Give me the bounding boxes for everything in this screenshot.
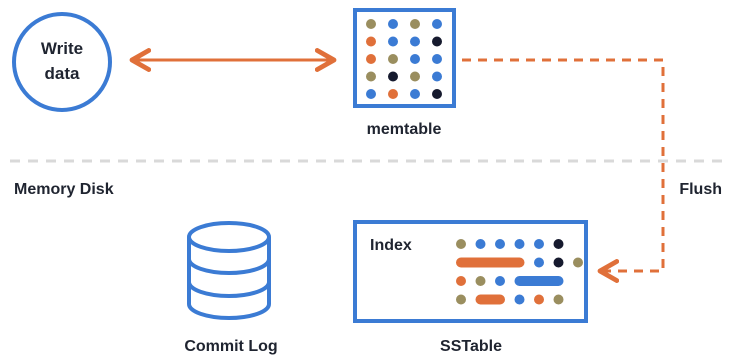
memtable-dot xyxy=(366,54,376,64)
memtable-dot xyxy=(366,19,376,29)
memtable-dot xyxy=(432,89,442,99)
memtable-dot xyxy=(432,71,442,82)
memtable-label: memtable xyxy=(367,121,442,138)
memtable-dot xyxy=(388,71,398,82)
memtable-dot xyxy=(366,89,376,99)
sstable-dot xyxy=(573,257,583,268)
sstable-dot xyxy=(534,239,544,249)
memtable-dot xyxy=(388,54,398,64)
sstable-dot xyxy=(475,276,486,286)
sstable-dot xyxy=(553,294,564,305)
sstable-label: SSTable xyxy=(440,338,502,355)
sstable-dot xyxy=(514,239,525,249)
memtable-dot xyxy=(410,71,420,82)
write-data-line2: data xyxy=(45,64,81,83)
sstable-dot xyxy=(514,294,525,305)
write-data-line1: Write xyxy=(41,39,83,58)
sstable-dot xyxy=(456,276,466,286)
sstable-dot xyxy=(553,239,564,249)
memtable-dot xyxy=(388,19,398,29)
commit-log-label: Commit Log xyxy=(184,338,277,355)
memtable-dot xyxy=(366,36,376,47)
database-icon xyxy=(187,221,271,320)
sstable-dot xyxy=(534,257,544,268)
memtable-dot xyxy=(410,89,420,99)
sstable-box: Index xyxy=(353,220,588,323)
sstable-dot xyxy=(475,239,486,249)
memtable-dot xyxy=(366,71,376,82)
sstable-dot xyxy=(495,276,505,286)
sstable-dot xyxy=(553,257,564,268)
flush-label: Flush xyxy=(679,181,722,198)
sstable-index-label: Index xyxy=(370,237,412,254)
memtable-dot xyxy=(432,54,442,64)
memtable-dot xyxy=(410,19,420,29)
memtable-dot xyxy=(388,36,398,47)
memtable-dot xyxy=(432,36,442,47)
sstable-dot xyxy=(456,239,466,249)
memory-disk-label: Memory Disk xyxy=(14,181,114,198)
memtable-dot xyxy=(410,36,420,47)
memtable-grid xyxy=(366,19,442,99)
sstable-dot xyxy=(495,239,505,249)
memtable-dot xyxy=(388,89,398,99)
flush-arrow xyxy=(462,58,665,283)
sstable-dot xyxy=(456,294,466,305)
memtable-box xyxy=(353,8,456,108)
memtable-dot xyxy=(410,54,420,64)
sstable-dot xyxy=(534,294,544,305)
sstable-index-grid xyxy=(456,239,583,305)
write-data-node: Write data xyxy=(12,12,112,112)
memtable-dot xyxy=(432,19,442,29)
